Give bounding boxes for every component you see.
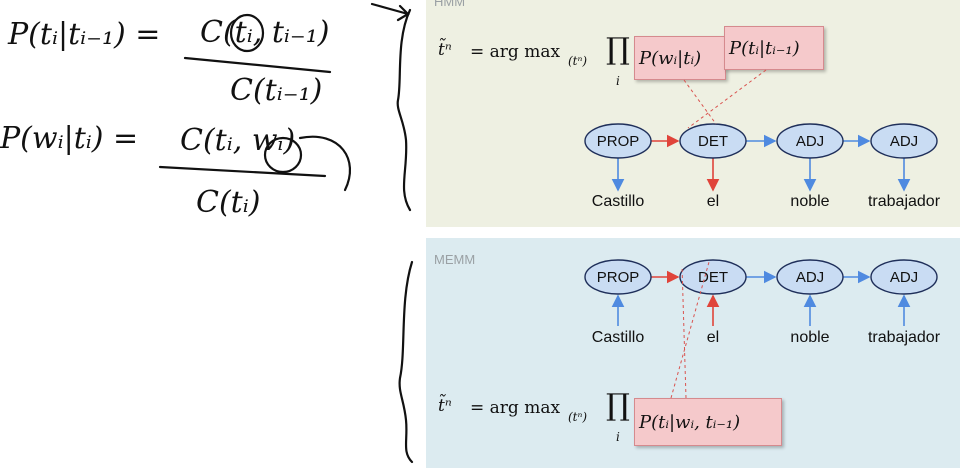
hmm-word-2: noble [790, 193, 829, 210]
hmm-word-1: el [707, 193, 719, 210]
hmm-transition-term: P(tᵢ|tᵢ₋₁) [724, 26, 824, 70]
memm-node-1 [679, 259, 747, 295]
hmm-node-label-1: DET [698, 133, 728, 150]
hmm-graph: PROP Castillo DET el ADJ noble ADJ trabajador [584, 123, 941, 210]
memm-word-0: Castillo [592, 329, 645, 346]
brace-hmm [396, 8, 412, 212]
memm-conditional-term: P(tᵢ|wᵢ, tᵢ₋₁) [634, 398, 782, 446]
eq2-lhs: P(wᵢ|tᵢ) = [0, 121, 138, 156]
eq1-numerator: C(tᵢ, tᵢ₋₁) [200, 15, 329, 50]
memm-eq-product: ∏ [606, 388, 630, 423]
memm-eq-lhs: t̃ⁿ [438, 396, 452, 416]
memm-node-2 [776, 259, 844, 295]
memm-dash-prev [681, 265, 687, 399]
hmm-eq-lhs: t̃ⁿ [438, 40, 452, 60]
eq2-numerator: C(tᵢ, wᵢ) [180, 123, 295, 158]
eq1-lhs: P(tᵢ|tᵢ₋₁) = [7, 17, 160, 52]
hmm-word-0: Castillo [592, 193, 645, 210]
hmm-eq-argmax: = arg max [470, 42, 561, 62]
hmm-eq-index: i [616, 74, 620, 88]
curve-annotation [298, 135, 351, 192]
memm-graph: PROP Castillo DET el ADJ noble ADJ trabajador [584, 259, 941, 346]
memm-equation: t̃ⁿ = arg max (tⁿ) ∏ i [438, 388, 638, 446]
memm-node-label-2: ADJ [796, 269, 824, 286]
memm-node-label-3: ADJ [890, 269, 918, 286]
hmm-dash-transition [687, 69, 767, 129]
memm-eq-sub: (tⁿ) [568, 410, 588, 424]
hmm-node-label-0: PROP [597, 133, 640, 150]
handwritten-notes: P(tᵢ|tᵢ₋₁) = C(tᵢ, tᵢ₋₁) C(tᵢ₋₁) P(wᵢ|tᵢ… [0, 2, 414, 464]
hmm-panel: HMM t̃ⁿ = arg max (tⁿ) ∏ i P(wᵢ|tᵢ) P(tᵢ… [426, 0, 960, 227]
memm-word-2: noble [790, 329, 829, 346]
circle-annotation-ti [229, 13, 265, 53]
hmm-node-0 [584, 123, 652, 159]
memm-word-3: trabajador [868, 329, 941, 346]
eq1-denominator: C(tᵢ₋₁) [230, 73, 322, 108]
hmm-eq-product: ∏ [606, 32, 630, 67]
hmm-equation: t̃ⁿ = arg max (tⁿ) ∏ i [438, 32, 638, 90]
brace-memm [398, 260, 414, 464]
eq2-denominator: C(tᵢ) [196, 185, 260, 220]
hmm-dash-emission [683, 79, 717, 125]
dashed-dependency-lines [670, 69, 767, 399]
hmm-word-3: trabajador [868, 193, 941, 210]
memm-node-label-1: DET [698, 269, 728, 286]
hmm-node-3 [870, 123, 938, 159]
arrow-to-hmm [370, 2, 410, 22]
memm-title: MEMM [434, 252, 476, 267]
hmm-node-label-2: ADJ [796, 133, 824, 150]
memm-node-0 [584, 259, 652, 295]
memm-node-label-0: PROP [597, 269, 640, 286]
memm-eq-index: i [616, 430, 620, 444]
hmm-node-label-3: ADJ [890, 133, 918, 150]
hmm-node-2 [776, 123, 844, 159]
memm-eq-argmax: = arg max [470, 398, 561, 418]
circle-annotation-wi [263, 136, 303, 174]
hmm-node-1 [679, 123, 747, 159]
hmm-eq-sub: (tⁿ) [568, 54, 588, 68]
eq2-fraction-bar [158, 165, 327, 178]
hmm-title: HMM [434, 0, 466, 9]
memm-word-1: el [707, 329, 719, 346]
memm-node-3 [870, 259, 938, 295]
eq1-fraction-bar [183, 56, 332, 74]
